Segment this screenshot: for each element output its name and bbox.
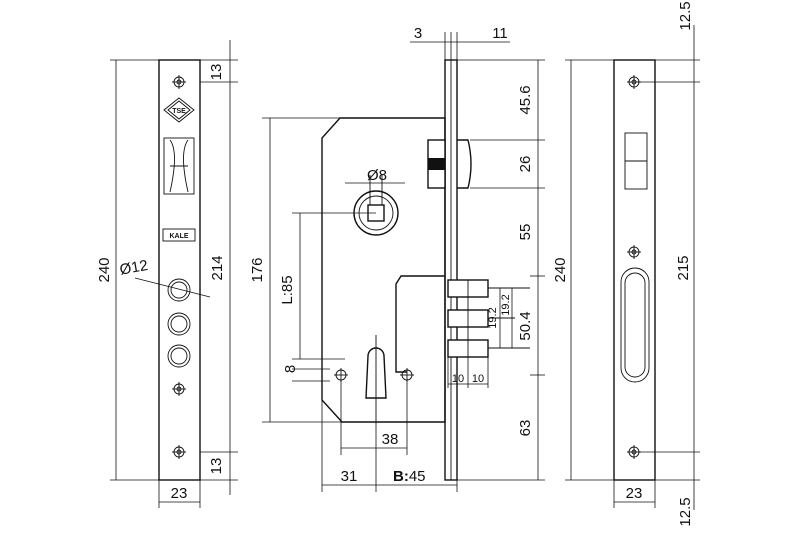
face-length-label: 240 — [96, 257, 113, 282]
top-end-label: 13 — [208, 64, 225, 81]
backset-b-label: B:45 — [393, 468, 426, 485]
lock-body-view: Ø8 176 — [249, 25, 545, 492]
bolt-pitch-2-label: 19.2 — [500, 294, 512, 315]
latch-top-label: 45.6 — [517, 85, 534, 114]
cylinder-pin-label: 38 — [382, 431, 399, 448]
pin-dia-label: 8 — [282, 365, 299, 373]
deadbolt — [395, 275, 530, 373]
hole-dia-leader — [134, 277, 211, 298]
strike-hole-spacing-label: 215 — [675, 255, 692, 280]
strike-plate-view: 240 215 12.5 12.5 23 — [552, 1, 700, 527]
face-width-label: 23 — [171, 485, 188, 502]
strike-plate-outline — [613, 59, 656, 481]
tse-logo: TSE — [163, 97, 195, 123]
strike-bottom-label: 12.5 — [677, 497, 694, 526]
faceplate-screw-bottom — [172, 445, 186, 459]
backset-l-label: L:85 — [279, 275, 296, 304]
lock-case-outline — [321, 117, 446, 423]
latch-window — [163, 137, 195, 195]
bolt-bottom-label: 63 — [517, 420, 534, 437]
follower-hub: Ø8 — [345, 167, 405, 236]
bolt-span-label: 50.4 — [517, 311, 534, 340]
faceplate-screw-mid — [172, 382, 186, 396]
faceplate-outline — [158, 59, 201, 481]
kale-logo: KALE — [162, 228, 196, 242]
svg-text:TSE: TSE — [172, 108, 186, 115]
latch-to-bolt-label: 55 — [517, 224, 534, 241]
strike-bolt-slot — [620, 267, 650, 383]
faceplate-screw-top — [172, 75, 186, 89]
hole-spacing-label: 214 — [209, 255, 226, 280]
strike-length-label: 240 — [552, 257, 569, 282]
svg-text:KALE: KALE — [169, 233, 188, 240]
cylinder-offset-label: 31 — [341, 468, 358, 485]
strike-screw-top — [627, 75, 641, 89]
latch-bolt — [427, 139, 472, 189]
strike-screw-bottom — [627, 445, 641, 459]
strike-width-label: 23 — [626, 485, 643, 502]
strike-top-label: 12.5 — [677, 1, 694, 30]
follower-dia-label: Ø8 — [367, 167, 387, 184]
strike-screw-mid — [627, 245, 641, 259]
latch-face-label: 3 — [414, 25, 422, 42]
bolt-width-1-label: 10 — [452, 373, 464, 385]
faceplate-view: TSE KALE Ø12 240 — [96, 40, 238, 508]
hole-dia-label: Ø12 — [118, 257, 149, 279]
body-height-label: 176 — [249, 257, 266, 282]
cylinder-cutout — [334, 335, 414, 425]
bottom-end-label: 13 — [208, 458, 225, 475]
bolt-width-2-label: 10 — [472, 373, 484, 385]
latch-height-label: 26 — [517, 156, 534, 173]
faceplate-bolt-holes — [167, 278, 191, 368]
latch-throw-label: 11 — [492, 25, 508, 42]
bolt-pitch-1-label: 19.2 — [487, 307, 499, 328]
